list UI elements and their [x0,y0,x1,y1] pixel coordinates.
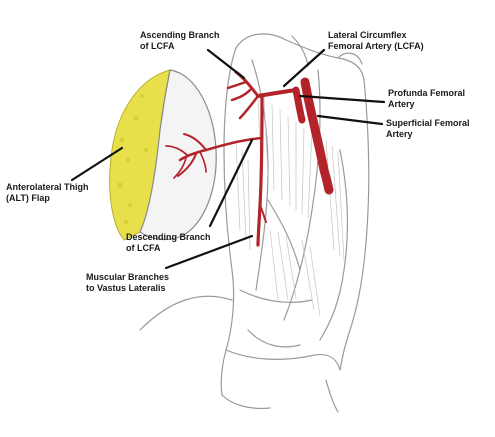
label-line: (ALT) Flap [6,193,89,204]
transverse-branch [240,96,258,118]
label-line: Muscular Branches [86,272,169,283]
label-line: Descending Branch [126,232,211,243]
label-line: Femoral Artery (LCFA) [328,41,424,52]
lcfa-trunk [258,90,296,96]
leader-superficial [318,116,382,124]
label-line: Anterolateral Thigh [6,182,89,193]
ascending-branch-twig [228,82,246,88]
label-line: Artery [386,129,470,140]
label-ascending-branch: Ascending Branch of LCFA [140,30,220,52]
label-alt-flap: Anterolateral Thigh (ALT) Flap [6,182,89,204]
label-line: Profunda Femoral [388,88,465,99]
leader-ascending [208,50,244,78]
muscle-hatching [236,96,344,316]
label-line: Artery [388,99,465,110]
descending-branch [258,98,262,245]
profunda-femoral-artery [296,90,302,120]
label-profunda: Profunda Femoral Artery [388,88,465,110]
label-line: Lateral Circumflex [328,30,424,41]
label-line: to Vastus Lateralis [86,283,169,294]
ascending-branch-twig-2 [232,90,250,100]
label-descending-branch: Descending Branch of LCFA [126,232,211,254]
label-line: of LCFA [140,41,220,52]
label-line: Ascending Branch [140,30,220,41]
label-lcfa: Lateral Circumflex Femoral Artery (LCFA) [328,30,424,52]
label-line: Superficial Femoral [386,118,470,129]
label-superficial: Superficial Femoral Artery [386,118,470,140]
label-muscular-branches: Muscular Branches to Vastus Lateralis [86,272,169,294]
label-line: of LCFA [126,243,211,254]
alt-flap [110,70,217,240]
